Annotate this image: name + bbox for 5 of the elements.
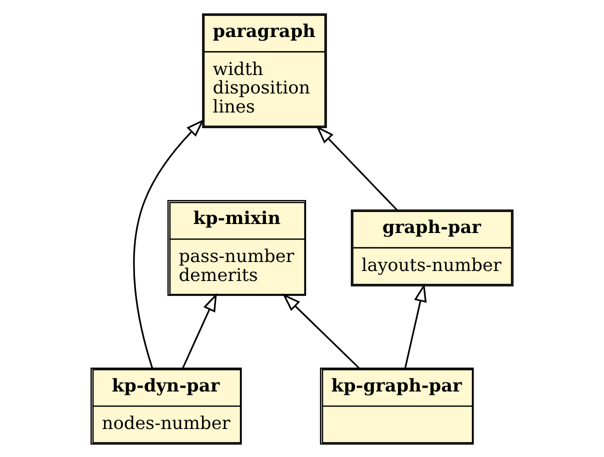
arrow [133, 118, 204, 368]
arrow [404, 282, 427, 368]
arrow [282, 293, 360, 368]
arrow [182, 292, 217, 368]
arrow [316, 125, 398, 210]
